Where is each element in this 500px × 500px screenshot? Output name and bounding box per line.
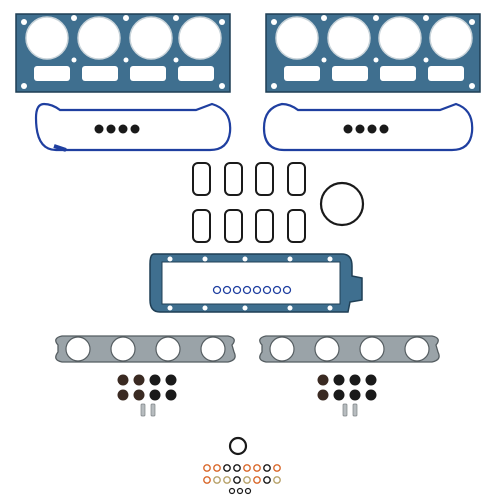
head-gasket-right (265, 13, 481, 93)
valve-stem-seals-left (117, 374, 177, 401)
valve-stem-seals-right (317, 374, 377, 401)
valve-cover-gasket-right (262, 102, 474, 152)
small-seals-row-1 (203, 464, 281, 472)
injector-o-rings (212, 285, 292, 295)
dowel-pins-right (342, 403, 358, 417)
intake-port-seals (192, 162, 306, 243)
head-gasket-left (15, 13, 231, 93)
valve-cover-gasket-left (34, 102, 232, 152)
rear-o-ring (228, 436, 248, 456)
intake-manifold-gasket (149, 253, 363, 313)
dowel-pins-left (140, 403, 156, 417)
small-seals-row-2 (203, 476, 281, 484)
small-seals-row-3 (228, 487, 252, 495)
exhaust-manifold-gasket-right (259, 335, 440, 363)
exhaust-manifold-gasket-left (55, 335, 236, 363)
o-ring-large (319, 181, 365, 227)
